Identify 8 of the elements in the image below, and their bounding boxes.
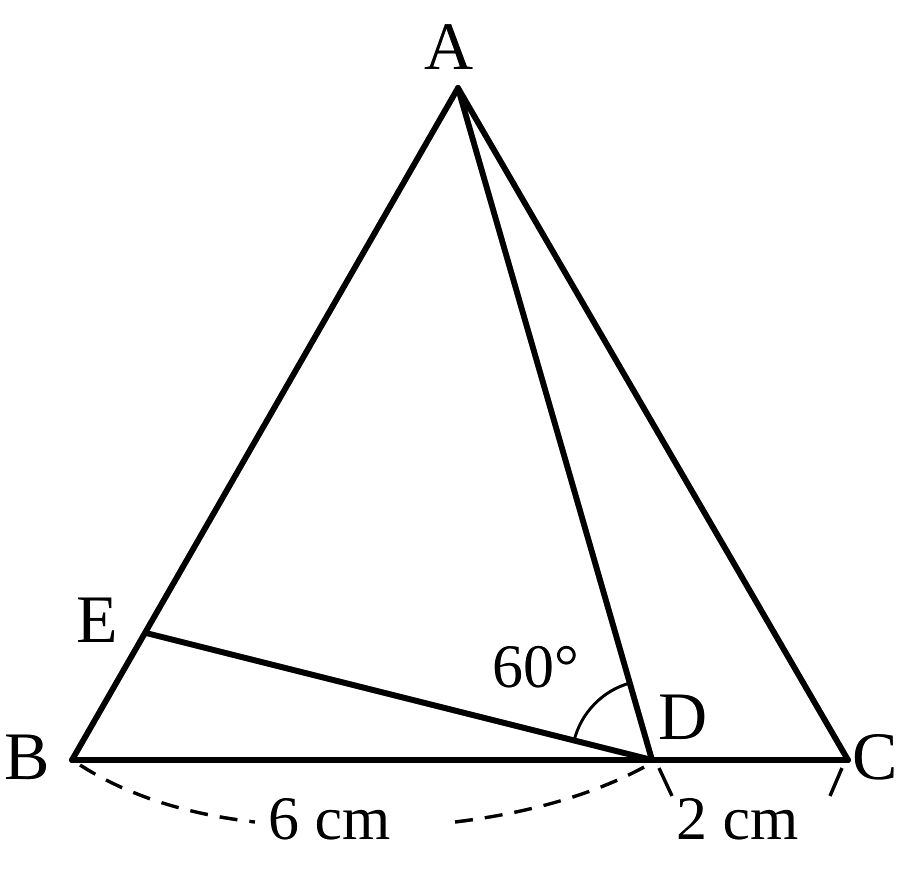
angle-label: 60° (492, 636, 579, 698)
length-label: 2 cm (676, 788, 798, 850)
length-label: 6 cm (268, 788, 390, 850)
point-label: E (76, 585, 118, 653)
point-label: A (424, 12, 474, 80)
point-label: B (4, 722, 50, 790)
point-label: C (852, 722, 898, 790)
point-label: D (658, 682, 708, 750)
